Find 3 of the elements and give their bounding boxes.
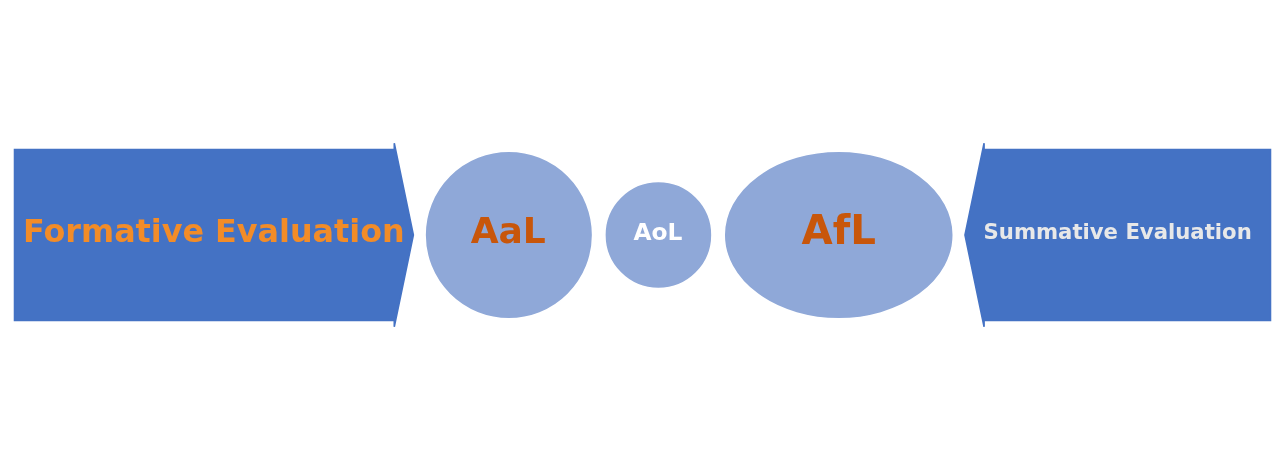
node-circle: AoL	[604, 180, 713, 289]
node-ellipse: AfL	[723, 149, 955, 320]
node-circle: AaL	[424, 149, 594, 320]
